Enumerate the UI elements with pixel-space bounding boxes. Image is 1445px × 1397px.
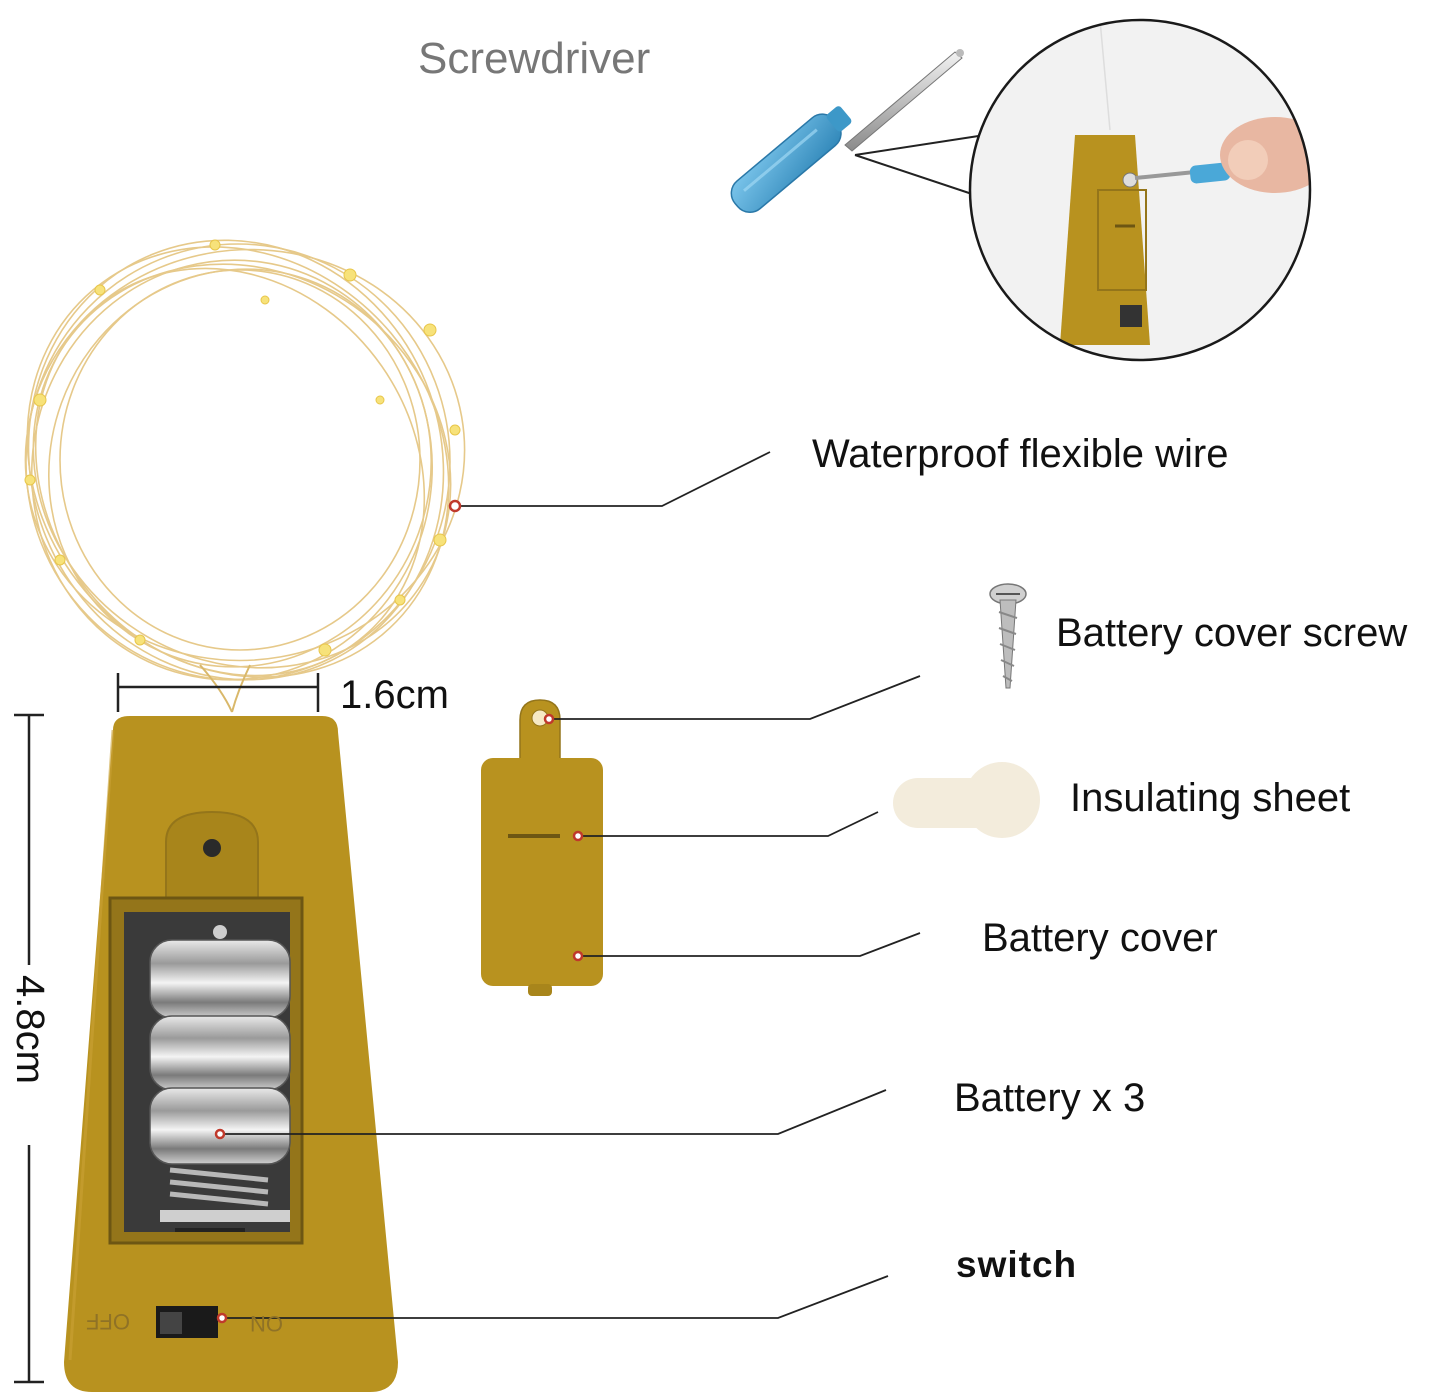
switch-off-mark: OFF bbox=[86, 1309, 130, 1334]
label-insulating-sheet: Insulating sheet bbox=[1070, 776, 1351, 820]
led-dots bbox=[24, 239, 461, 657]
insulating-sheet-icon bbox=[893, 762, 1040, 838]
label-battery-cover-screw: Battery cover screw bbox=[1056, 611, 1408, 655]
label-battery-cover: Battery cover bbox=[982, 916, 1218, 960]
label-waterproof-wire: Waterproof flexible wire bbox=[812, 432, 1229, 476]
cork-battery-box-icon bbox=[64, 716, 398, 1392]
label-switch: switch bbox=[956, 1244, 1078, 1285]
label-screwdriver: Screwdriver bbox=[418, 34, 651, 83]
leader-lines bbox=[220, 451, 921, 1319]
screwdriver-icon bbox=[730, 49, 964, 213]
wire-coil-icon bbox=[24, 239, 466, 713]
label-width-dimension: 1.6cm bbox=[340, 673, 449, 717]
battery-icon bbox=[149, 925, 291, 1165]
height-dimension-marker bbox=[14, 713, 44, 1384]
screw-icon bbox=[989, 583, 1027, 689]
label-height-dimension: 4.8cm bbox=[8, 975, 52, 1084]
leader-dots bbox=[214, 499, 584, 1324]
width-dimension-marker bbox=[116, 673, 320, 712]
label-battery-x3: Battery x 3 bbox=[954, 1076, 1146, 1120]
battery-cover-icon bbox=[481, 699, 603, 996]
switch-on-mark: ON bbox=[250, 1311, 283, 1336]
magnifier-circle-icon bbox=[968, 18, 1312, 362]
